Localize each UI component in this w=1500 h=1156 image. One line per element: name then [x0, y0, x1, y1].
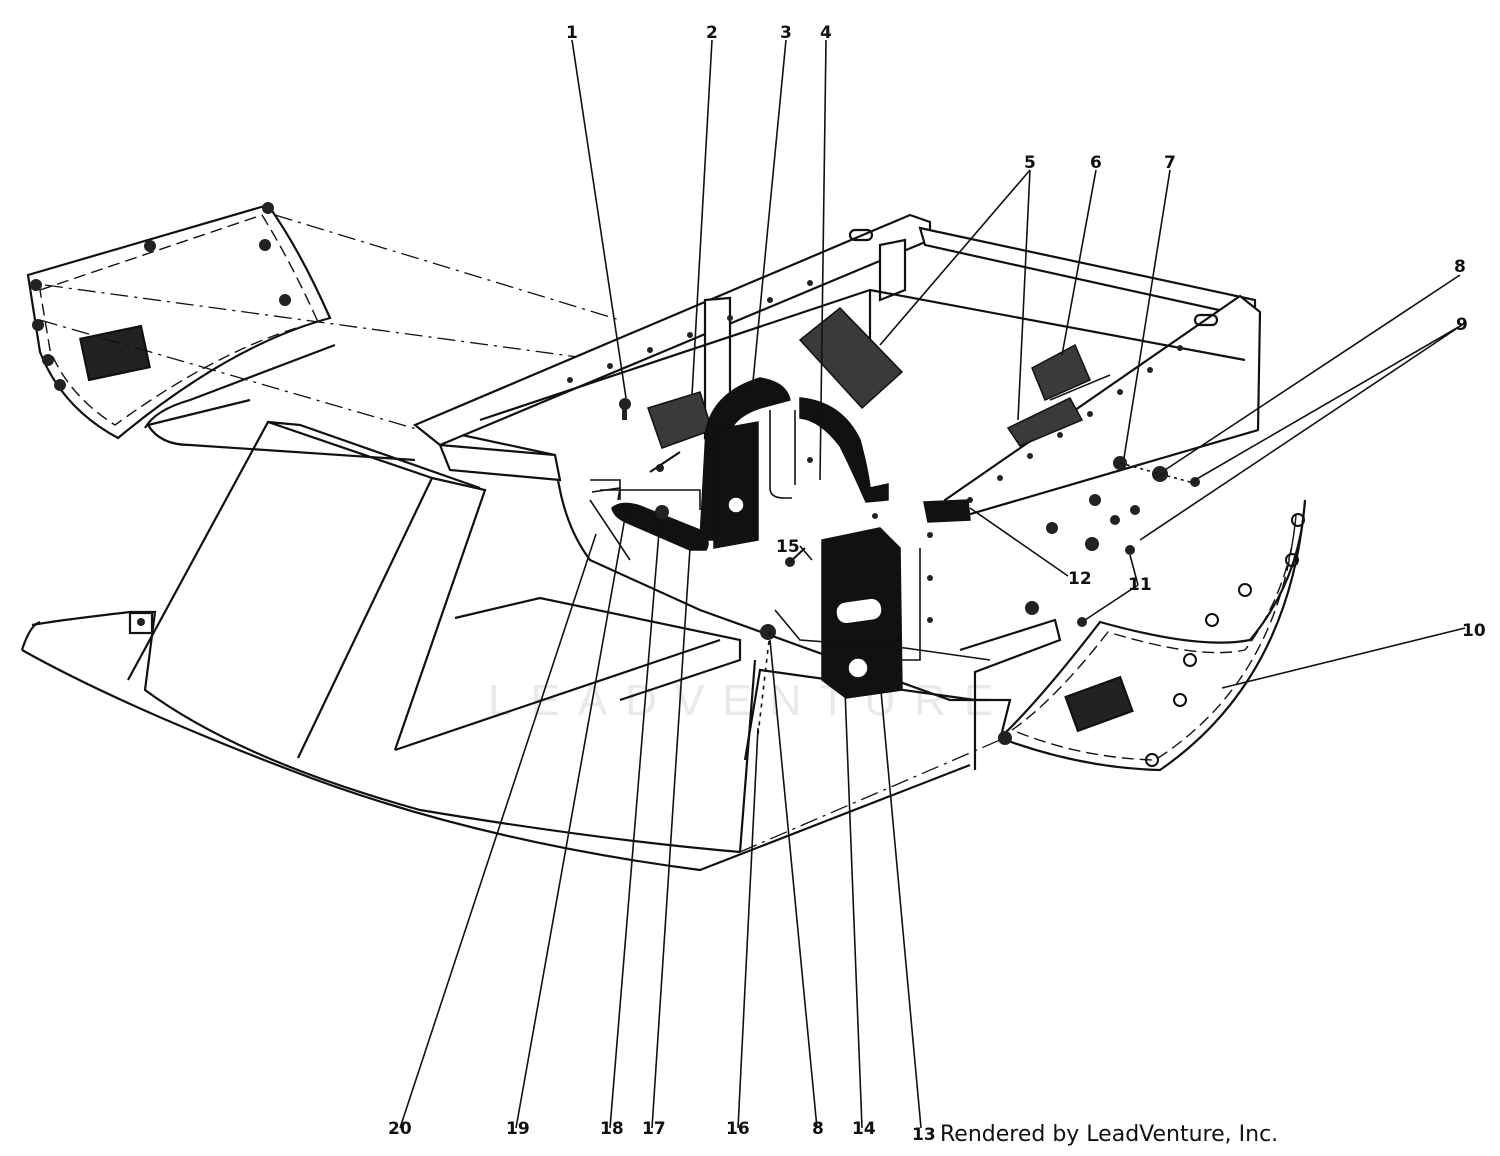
- callout-7: 7: [1164, 153, 1176, 173]
- frame-holes: [567, 280, 1183, 503]
- foam-pad-5-upper: [798, 306, 904, 410]
- callout-8-lower: 8: [812, 1119, 824, 1139]
- callout-6: 6: [1090, 153, 1102, 173]
- fender-rivets: [30, 202, 291, 391]
- fender-grommets: [1145, 513, 1305, 767]
- callout-17: 17: [642, 1119, 666, 1139]
- callout-18: 18: [600, 1119, 624, 1139]
- callout-labels: 1 2 3 4 5 6 7 8 9 10 11 12 13 14 15 16 1…: [388, 23, 1486, 1145]
- callout-3: 3: [780, 23, 792, 43]
- hardware: [589, 398, 1200, 736]
- right-fender-panel: [997, 499, 1307, 772]
- callout-16: 16: [726, 1119, 750, 1139]
- callout-9: 9: [1456, 315, 1468, 335]
- callout-1: 1: [566, 23, 578, 43]
- fasteners: [619, 398, 1200, 640]
- callout-11: 11: [1128, 575, 1152, 595]
- callout-19: 19: [506, 1119, 530, 1139]
- callout-13: 13: [912, 1125, 936, 1145]
- foam-pad-6: [1031, 343, 1091, 401]
- left-fender-panel: [26, 202, 336, 440]
- callout-5: 5: [1024, 153, 1036, 173]
- body-base-tub: [20, 214, 1062, 872]
- callout-12: 12: [1068, 569, 1092, 589]
- callout-4: 4: [820, 23, 832, 43]
- callout-2: 2: [706, 23, 718, 43]
- callout-20: 20: [388, 1119, 412, 1139]
- foam-pad-2: [647, 391, 713, 449]
- foam-pads: [647, 306, 1111, 449]
- bracket-3-plate: [713, 421, 759, 549]
- gasket-4: [799, 397, 889, 503]
- strip-12: [923, 499, 971, 523]
- callout-10: 10: [1462, 621, 1486, 641]
- foam-pad-5-lower: [1006, 397, 1084, 447]
- callout-8: 8: [1454, 257, 1466, 277]
- footer-credit: Rendered by LeadVenture, Inc.: [940, 1122, 1279, 1147]
- callout-15: 15: [776, 537, 800, 557]
- black-gaskets: [611, 377, 971, 699]
- callout-14: 14: [852, 1119, 876, 1139]
- leader-lines: [399, 39, 1466, 1129]
